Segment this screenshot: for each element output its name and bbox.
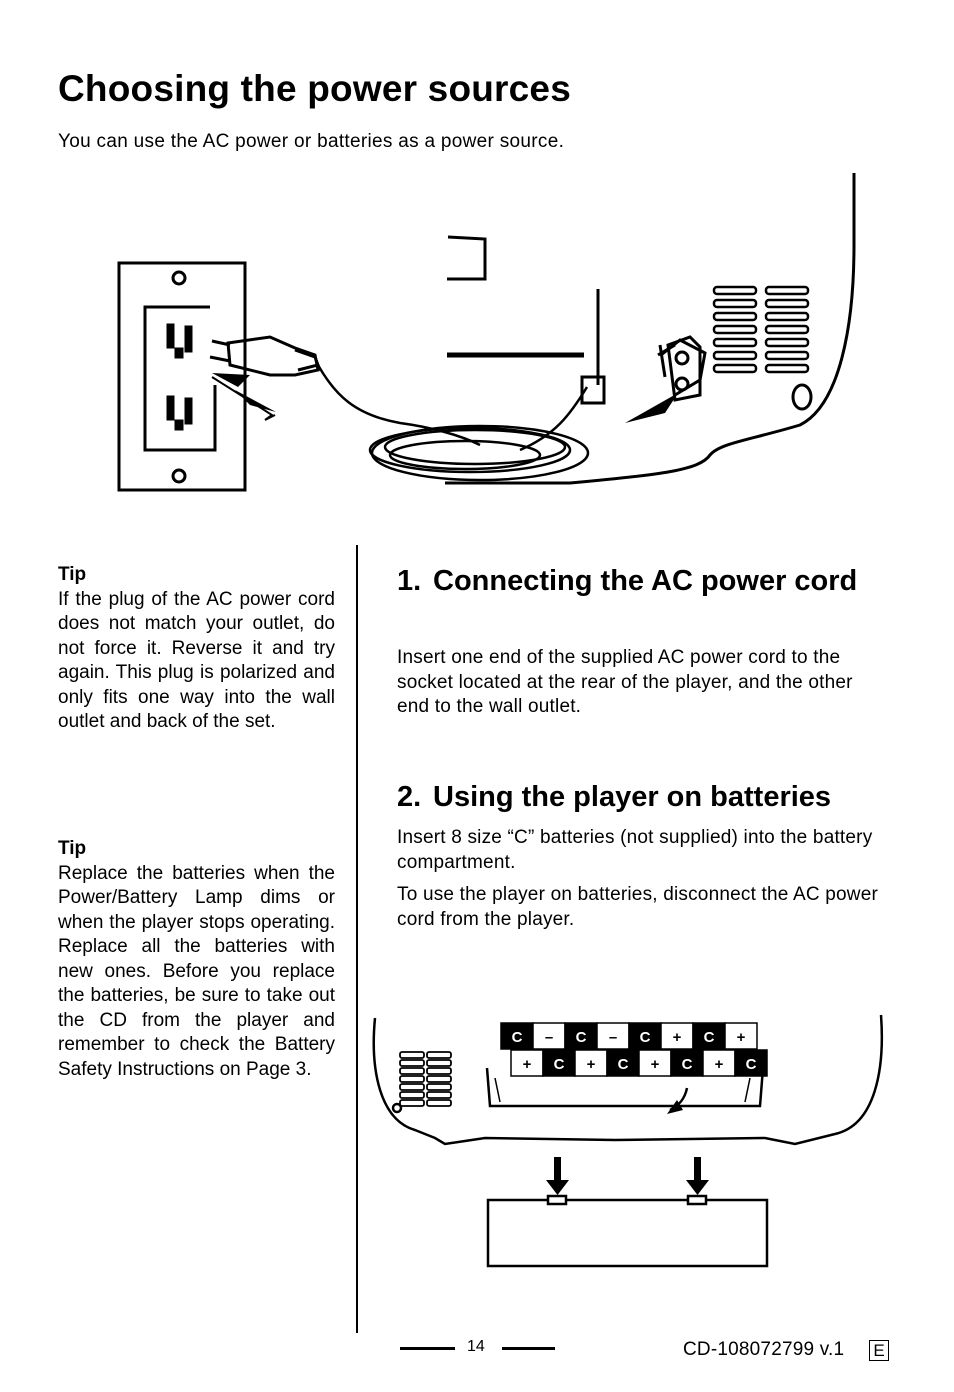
- tip-heading: Tip: [58, 564, 87, 585]
- battery-label: +: [651, 1056, 660, 1073]
- battery-cell: [628, 1022, 662, 1050]
- intro-text: You can use the AC power or batteries as…: [58, 131, 565, 152]
- section-number: 2.: [397, 781, 422, 813]
- tip-polarized-plug: Tip If the plug of the AC power cord doe…: [58, 563, 335, 735]
- battery-label: +: [737, 1029, 746, 1046]
- battery-cell: [724, 1022, 758, 1050]
- battery-label: –: [545, 1029, 553, 1046]
- battery-label: C: [640, 1029, 651, 1046]
- battery-label: C: [746, 1056, 757, 1073]
- battery-label: C: [512, 1029, 523, 1046]
- plate-screw-top: [171, 270, 187, 286]
- tip-heading: Tip: [58, 838, 87, 859]
- outlet-face: [143, 305, 217, 452]
- battery-label: +: [715, 1056, 724, 1073]
- battery-label: +: [523, 1056, 532, 1073]
- footer-rule-left: [400, 1347, 455, 1350]
- battery-row-top: C – C – C + C +: [500, 1022, 758, 1050]
- battery-compartment-illustration: C–C–C+C+ +C+C+C+C: [372, 1014, 884, 1268]
- battery-label: +: [673, 1029, 682, 1046]
- section-paragraph: Insert 8 size “C” batteries (not supplie…: [397, 827, 873, 873]
- battery-row-bottom: + C + C + C + C: [510, 1049, 768, 1077]
- section-heading-batteries: 2. Using the player on batteries: [397, 779, 917, 816]
- footer-rule-right: [502, 1347, 555, 1350]
- battery-label: C: [576, 1029, 587, 1046]
- battery-cell: [564, 1022, 598, 1050]
- column-divider: [356, 545, 358, 1333]
- battery-cover: [486, 1198, 769, 1268]
- page-number: 14: [467, 1338, 485, 1355]
- section-heading-ac-cord: 1. Connecting the AC power cord: [397, 563, 917, 600]
- battery-cell: [734, 1049, 768, 1077]
- ac-power-illustration: [117, 173, 856, 492]
- tip-body: Replace the batteries when the Power/Bat…: [58, 862, 335, 1080]
- ac-plug: [226, 335, 320, 377]
- battery-label: –: [609, 1029, 617, 1046]
- battery-cell: [638, 1049, 672, 1077]
- battery-label: C: [618, 1056, 629, 1073]
- battery-label: C: [554, 1056, 565, 1073]
- battery-cell: [500, 1022, 534, 1050]
- tip-replace-batteries: Tip Replace the batteries when the Power…: [58, 837, 335, 1082]
- battery-cell: [510, 1049, 544, 1077]
- section-paragraph: Insert one end of the supplied AC power …: [397, 647, 853, 717]
- player-edge: [447, 235, 487, 281]
- document-code: CD-108072799 v.1: [683, 1339, 845, 1360]
- plate-screw-bottom: [171, 468, 187, 484]
- section-paragraph: To use the player on batteries, disconne…: [397, 884, 878, 930]
- battery-label: C: [682, 1056, 693, 1073]
- battery-label: C: [704, 1029, 715, 1046]
- page-title: Choosing the power sources: [58, 68, 571, 109]
- language-badge: E: [869, 1340, 889, 1361]
- tip-body: If the plug of the AC power cord does no…: [58, 588, 335, 733]
- player-body-outline: [445, 173, 856, 485]
- player-bottom-outline: [372, 1014, 884, 1146]
- battery-cell: [670, 1049, 704, 1077]
- section-number: 1.: [397, 565, 422, 597]
- battery-label: +: [587, 1056, 596, 1073]
- section-title: Connecting the AC power cord: [433, 565, 858, 597]
- section-title: Using the player on batteries: [433, 781, 832, 813]
